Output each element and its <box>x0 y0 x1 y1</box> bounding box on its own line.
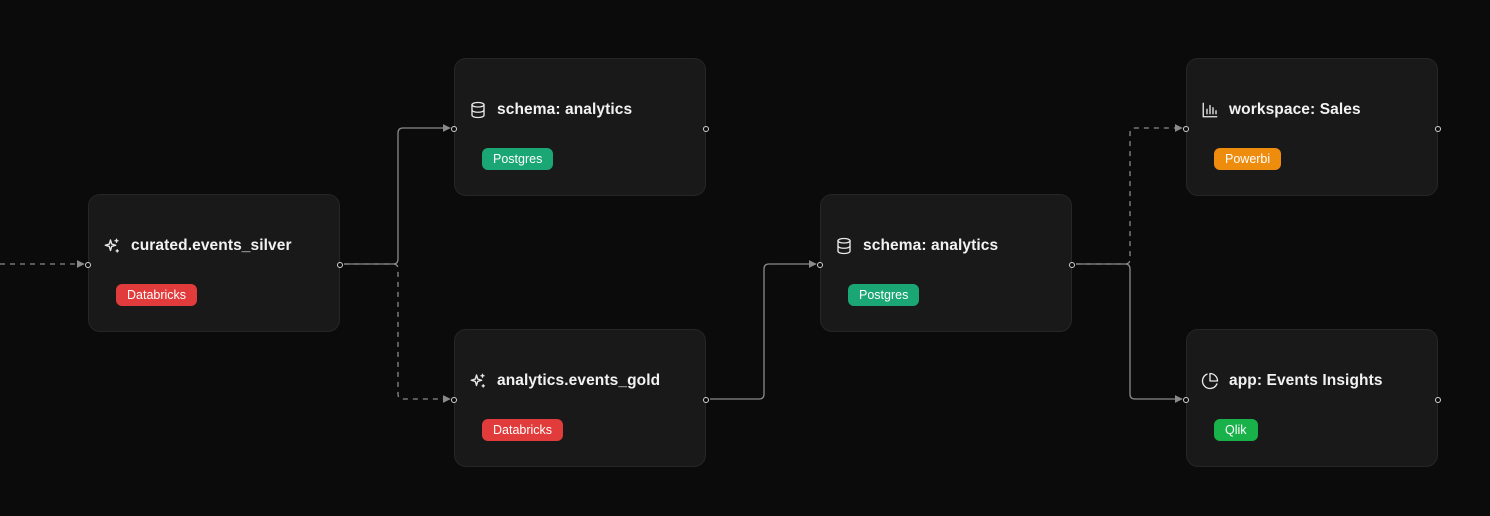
node-header: curated.events_silver <box>103 234 292 258</box>
edge-curated-events-silver-to-schema-analytics-top[interactable] <box>344 124 451 265</box>
node-title: schema: analytics <box>497 101 633 118</box>
database-icon <box>835 237 853 255</box>
output-port[interactable] <box>703 397 709 403</box>
database-icon <box>469 101 487 119</box>
node-title: schema: analytics <box>863 237 999 254</box>
bar-chart-icon <box>1201 101 1219 119</box>
output-port[interactable] <box>1435 126 1441 132</box>
edge-analytics-events-gold-to-schema-analytics-mid[interactable] <box>710 260 817 400</box>
output-port[interactable] <box>703 126 709 132</box>
output-port[interactable] <box>1069 262 1075 268</box>
output-port[interactable] <box>337 262 343 268</box>
node-title: app: Events Insights <box>1229 372 1383 389</box>
node-analytics-events-gold[interactable]: analytics.events_gold Databricks <box>451 329 709 467</box>
node-header: app: Events Insights <box>1201 369 1383 393</box>
node-app-events-insights[interactable]: app: Events Insights Qlik <box>1183 329 1441 467</box>
platform-badge: Postgres <box>482 148 554 170</box>
node-curated-events-silver[interactable]: curated.events_silver Databricks <box>85 194 343 332</box>
edge-schema-analytics-mid-to-workspace-sales[interactable] <box>1076 124 1183 265</box>
platform-badge: Powerbi <box>1214 148 1282 170</box>
node-title: analytics.events_gold <box>497 372 661 389</box>
node-workspace-sales[interactable]: workspace: Sales Powerbi <box>1183 58 1441 196</box>
input-port[interactable] <box>1183 126 1189 132</box>
input-port[interactable] <box>451 397 457 403</box>
output-port[interactable] <box>1435 397 1441 403</box>
input-port[interactable] <box>85 262 91 268</box>
node-header: analytics.events_gold <box>469 369 660 393</box>
node-header: schema: analytics <box>835 234 998 258</box>
node-schema-analytics-top[interactable]: schema: analytics Postgres <box>451 58 709 196</box>
input-port[interactable] <box>451 126 457 132</box>
sparkles-icon <box>103 237 121 255</box>
node-title: workspace: Sales <box>1229 101 1361 118</box>
pie-chart-icon <box>1201 372 1219 390</box>
platform-badge: Qlik <box>1214 419 1258 441</box>
node-schema-analytics-mid[interactable]: schema: analytics Postgres <box>817 194 1075 332</box>
platform-badge: Databricks <box>482 419 564 441</box>
platform-badge: Postgres <box>848 284 920 306</box>
input-port[interactable] <box>817 262 823 268</box>
node-title: curated.events_silver <box>131 237 292 254</box>
sparkles-icon <box>469 372 487 390</box>
edge-curated-events-silver-to-analytics-events-gold[interactable] <box>344 263 451 403</box>
node-header: schema: analytics <box>469 98 632 122</box>
edge-schema-analytics-mid-to-app-events-insights[interactable] <box>1076 263 1183 403</box>
input-port[interactable] <box>1183 397 1189 403</box>
platform-badge: Databricks <box>116 284 198 306</box>
node-header: workspace: Sales <box>1201 98 1361 122</box>
